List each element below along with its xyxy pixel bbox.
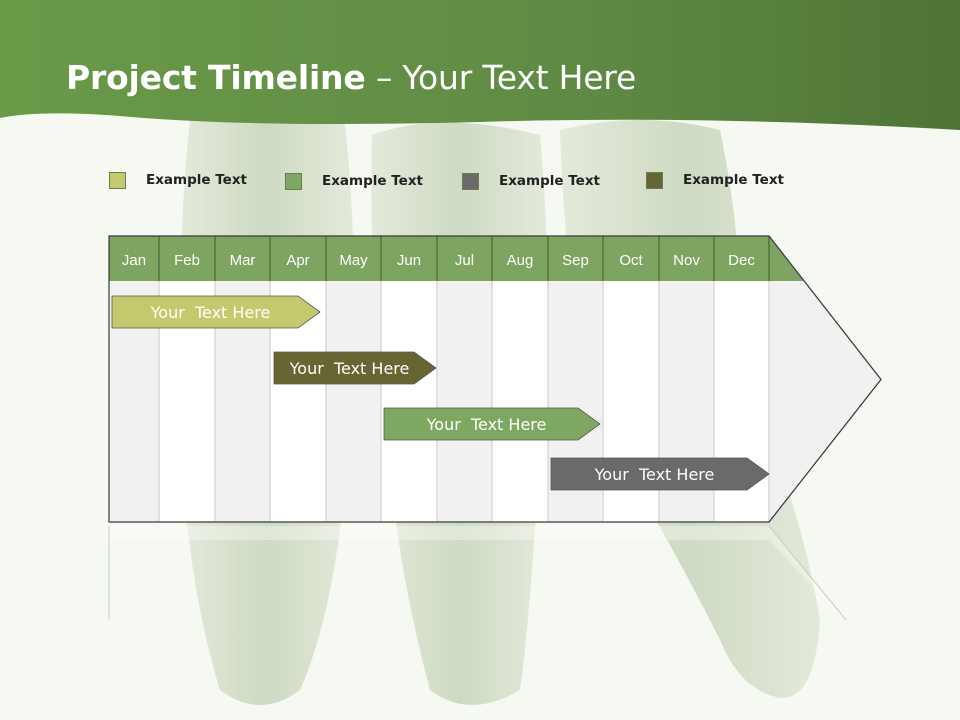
legend-swatch (109, 171, 126, 189)
title-bold: Project Timeline (66, 58, 366, 97)
task-bar-2 (273, 351, 437, 385)
legend-swatch (285, 172, 302, 190)
month-column (326, 281, 381, 522)
task-label-4: Your Text Here (594, 465, 715, 484)
month-label-may: May (339, 252, 368, 269)
legend-swatch (646, 171, 663, 189)
task-label-1: Your Text Here (150, 303, 271, 322)
title-rest: – Your Text Here (365, 58, 637, 97)
month-label-apr: Apr (286, 252, 309, 269)
month-column (492, 281, 548, 522)
legend-label: Example Text (683, 172, 784, 188)
task-bar-3 (383, 407, 601, 441)
timeline-outline (108, 235, 882, 523)
legend-label: Example Text (322, 173, 423, 189)
month-column (381, 281, 437, 522)
legend-swatch (462, 172, 479, 190)
month-header-band (109, 236, 804, 281)
month-label-jul: Jul (455, 252, 474, 269)
month-label-jun: Jun (397, 252, 421, 269)
month-label-nov: Nov (673, 252, 700, 269)
month-label-dec: Dec (728, 252, 755, 269)
month-label-oct: Oct (619, 252, 643, 269)
header-band (0, 0, 960, 130)
legend-item-1: Example Text (109, 170, 247, 190)
reflection-edge (768, 525, 847, 621)
month-label-mar: Mar (230, 252, 256, 269)
arrow-head-fill (769, 281, 880, 522)
month-label-aug: Aug (507, 252, 534, 269)
month-column (437, 281, 492, 522)
legend-item-3: Example Text (462, 171, 600, 191)
task-label-2: Your Text Here (289, 359, 410, 378)
task-bar-1 (111, 295, 321, 329)
legend-item-4: Example Text (646, 170, 784, 190)
arrow-reflection (109, 526, 846, 622)
legend-item-2: Example Text (285, 171, 423, 191)
month-label-jan: Jan (122, 252, 146, 269)
task-bar-4 (550, 457, 770, 491)
legend-label: Example Text (499, 173, 600, 189)
legend-label: Example Text (146, 172, 247, 188)
month-label-sep: Sep (562, 252, 589, 269)
month-label-feb: Feb (174, 252, 200, 269)
slide-title: Project Timeline – Your Text Here (66, 58, 636, 97)
task-label-3: Your Text Here (426, 415, 547, 434)
